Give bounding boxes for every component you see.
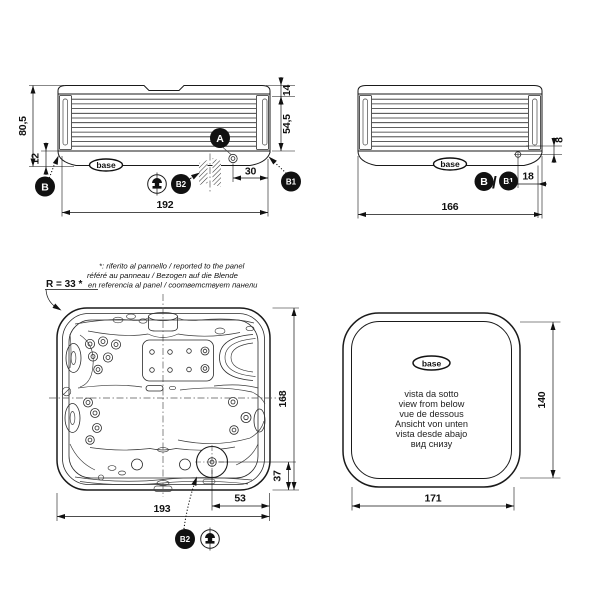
- corner-radius-label: R = 33 *: [46, 279, 83, 290]
- caption-fr: vue de dessous: [399, 409, 464, 419]
- top-interior-detail: [61, 312, 266, 492]
- front-panel-slats: [72, 98, 256, 147]
- svg-text:166: 166: [442, 201, 459, 213]
- caption-it: vista da sotto: [404, 389, 458, 399]
- caption-en: view from below: [399, 399, 465, 409]
- label-b1-text-side: B1: [503, 177, 514, 186]
- front-fitting: [228, 153, 238, 164]
- dim-side-fitting-offset: 18: [509, 158, 547, 218]
- svg-text:53: 53: [234, 493, 246, 505]
- svg-text:193: 193: [154, 503, 171, 515]
- dim-front-fitting-offset: 30: [232, 159, 269, 182]
- label-b2-text-top: B2: [180, 535, 191, 544]
- bottom-base-label: base: [422, 358, 442, 368]
- svg-text:192: 192: [157, 199, 174, 211]
- side-base-label: base: [440, 159, 460, 169]
- footnote-line-1: *: riferito al pannello / reported to th…: [99, 262, 245, 271]
- label-a-marker: A: [210, 128, 230, 148]
- drain-valve-icon-top: [200, 527, 220, 551]
- dim-bottom-depth: 140: [520, 321, 561, 479]
- front-base-skirt: [57, 150, 271, 166]
- label-b2-text: B2: [176, 180, 187, 189]
- svg-text:168: 168: [277, 390, 289, 407]
- label-b-text: B: [41, 181, 49, 193]
- svg-text:54,5: 54,5: [281, 114, 293, 134]
- dim-side-fitting-height: 8: [522, 137, 566, 163]
- svg-text:8: 8: [554, 137, 566, 143]
- svg-text:14: 14: [281, 85, 293, 97]
- top-shell-outline: [56, 307, 271, 491]
- label-b2-marker: B2: [171, 174, 191, 194]
- label-b1-marker-side: B1: [499, 171, 518, 191]
- dim-top-drain-offset-y: 37: [219, 461, 296, 490]
- front-view: base A B2: [17, 77, 301, 217]
- footnote-line-2: référé au panneau / Bezogen auf die Blen…: [87, 271, 238, 280]
- bottom-view: base vista da sotto view from below vue …: [342, 312, 561, 511]
- front-lid-outline: [57, 85, 271, 95]
- svg-text:80,5: 80,5: [17, 116, 29, 136]
- bottom-base-footprint: [351, 321, 512, 479]
- caption-es: vista desde abajo: [396, 429, 468, 439]
- label-b2-marker-top: B2: [175, 529, 195, 549]
- bottom-outline: [342, 312, 521, 488]
- wall-section-symbol: [199, 153, 221, 192]
- svg-text:18: 18: [522, 171, 534, 183]
- caption-ru: вид снизу: [411, 439, 453, 449]
- footnote-line-3: en referencia al panel / соответствует п…: [88, 281, 258, 290]
- side-panel: [357, 93, 543, 152]
- dim-bottom-width: 171: [351, 487, 515, 511]
- svg-text:30: 30: [245, 166, 257, 178]
- dim-front-width: 192: [61, 156, 269, 217]
- front-panel: [57, 93, 271, 152]
- dim-top-width: 193: [56, 493, 270, 521]
- svg-text:37: 37: [272, 470, 284, 482]
- side-fitting: [514, 150, 522, 159]
- svg-text:171: 171: [425, 493, 442, 505]
- top-view: R = 33 *: [45, 279, 299, 551]
- label-a-text: A: [216, 133, 224, 145]
- bottom-base-badge: base: [412, 355, 451, 371]
- side-view: base B / B1 8: [357, 85, 566, 219]
- side-panel-slats: [372, 98, 528, 147]
- caption-de: Ansicht von unten: [395, 419, 468, 429]
- side-base-skirt: [357, 150, 543, 166]
- label-b-marker: B: [35, 176, 55, 197]
- footnote: *: riferito al pannello / reported to th…: [87, 262, 258, 290]
- label-b1-text: B1: [286, 178, 297, 187]
- dim-front-total-height: 80,5: [17, 85, 74, 167]
- label-b-marker-side: B: [474, 172, 494, 191]
- dim-side-width: 166: [357, 156, 543, 219]
- dim-top-depth: 168: [272, 307, 299, 491]
- dim-front-skirt-height: 12: [30, 142, 58, 175]
- label-separator: /: [492, 173, 497, 192]
- side-lid-outline: [357, 85, 543, 95]
- front-base-badge: base: [88, 158, 124, 172]
- label-b1-marker: B1: [281, 171, 301, 192]
- corner-radius-note: R = 33 *: [45, 279, 98, 311]
- side-base-badge: base: [432, 157, 468, 171]
- bottom-caption: vista da sotto view from below vue de de…: [395, 389, 468, 449]
- dim-front-panel-height: 54,5: [272, 96, 295, 152]
- label-b-text-side: B: [480, 176, 488, 188]
- svg-text:140: 140: [536, 391, 548, 408]
- svg-text:12: 12: [30, 153, 42, 165]
- drain-valve-icon: [147, 172, 167, 196]
- front-base-label: base: [96, 160, 116, 170]
